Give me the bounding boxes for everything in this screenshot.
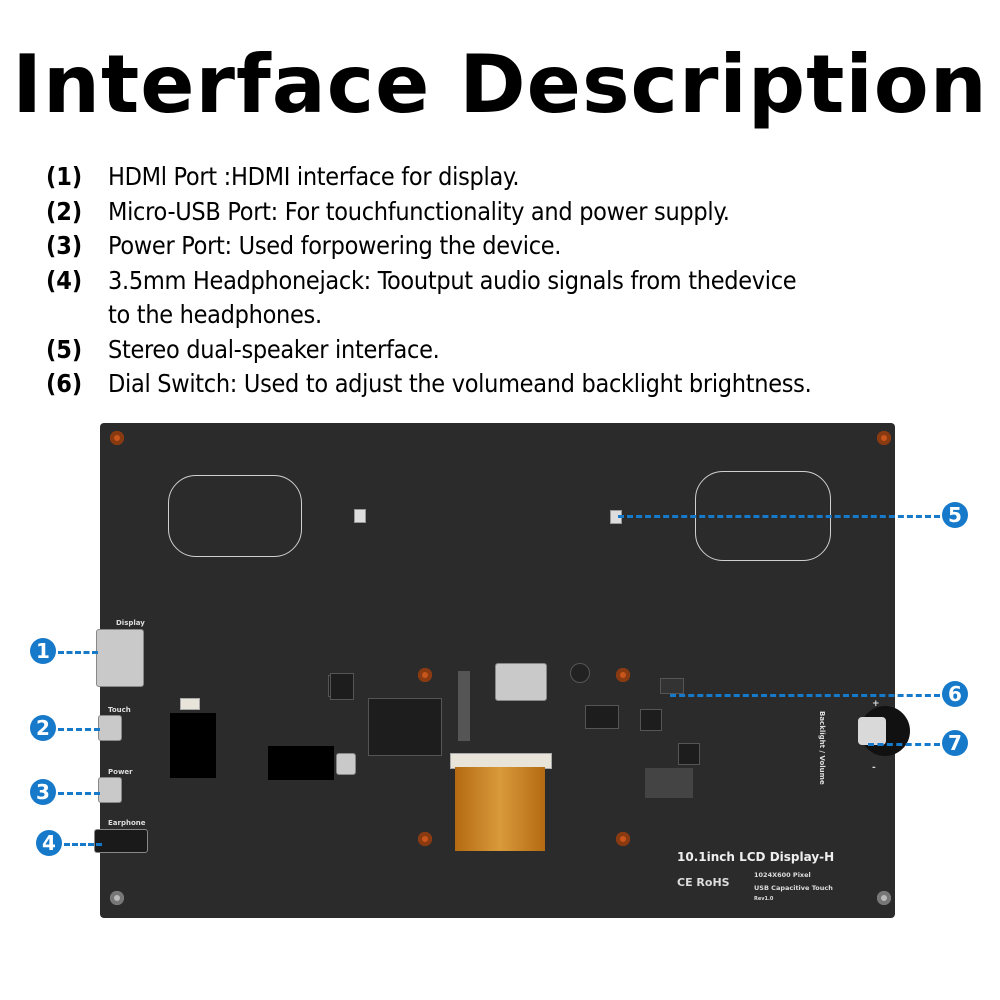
list-item: (4) 3.5mm Headphonejack: Tooutput audio s… bbox=[46, 264, 996, 299]
component-cluster bbox=[645, 768, 693, 798]
capacitor bbox=[570, 663, 590, 683]
callout-2: 2 bbox=[30, 715, 56, 741]
corner-screw bbox=[877, 891, 891, 905]
resolution-label: 1024X600 Pixel bbox=[754, 871, 811, 879]
silk-touch: Touch bbox=[108, 706, 131, 714]
callout-line-1 bbox=[58, 651, 98, 654]
callout-line-3 bbox=[58, 792, 100, 795]
mount-screw bbox=[616, 668, 630, 682]
resistor-array bbox=[458, 671, 470, 741]
main-controller-chip bbox=[368, 698, 442, 756]
item-text: 3.5mm Headphonejack: Tooutput audio sign… bbox=[108, 265, 797, 295]
callout-line-4 bbox=[64, 843, 102, 846]
item-number: (6) bbox=[46, 369, 83, 398]
silk-minus: - bbox=[872, 763, 876, 773]
speaker-outline-left bbox=[168, 475, 302, 557]
page-title: Interface Description bbox=[12, 38, 988, 131]
flex-cable bbox=[455, 767, 545, 851]
hdmi-port bbox=[96, 629, 144, 687]
list-item: (6) Dial Switch: Used to adjust the volum… bbox=[46, 367, 996, 402]
corner-screw bbox=[877, 431, 891, 445]
item-text: HDMl Port :HDMI interface for display. bbox=[108, 162, 520, 191]
dial-switch-knob[interactable] bbox=[858, 717, 886, 745]
item-number: (1) bbox=[46, 162, 83, 191]
lcd-board-back: Display Touch Power Earphone Backlight /… bbox=[94, 423, 910, 918]
ic-chip bbox=[585, 705, 619, 729]
headphone-jack bbox=[94, 829, 148, 853]
list-item: (1) HDMl Port :HDMI interface for display… bbox=[46, 160, 996, 195]
callout-line-5 bbox=[618, 515, 940, 518]
item-number: (2) bbox=[46, 196, 83, 226]
item-text: Micro-USB Port: For touchfunctionality a… bbox=[108, 196, 730, 226]
callout-1: 1 bbox=[30, 638, 56, 664]
silk-plus: + bbox=[872, 699, 880, 709]
list-item: (5) Stereo dual-speaker interface. bbox=[46, 333, 996, 368]
callout-7: 7 bbox=[942, 730, 968, 756]
mount-screw bbox=[418, 832, 432, 846]
speaker-connector-left bbox=[354, 509, 366, 523]
board-cutout bbox=[170, 713, 216, 778]
hdmi-port-internal bbox=[495, 663, 547, 701]
item-number: (5) bbox=[46, 334, 83, 364]
fpc-connector-small bbox=[180, 698, 200, 710]
certification-marks: CE RoHS bbox=[677, 876, 730, 889]
callout-6: 6 bbox=[942, 681, 968, 707]
list-item: (2) Micro-USB Port: For touchfunctionalit… bbox=[46, 195, 996, 230]
callout-line-2 bbox=[58, 728, 100, 731]
board-cutout bbox=[268, 746, 334, 780]
mount-screw bbox=[616, 832, 630, 846]
silk-display: Display bbox=[116, 619, 145, 627]
item-text: Power Port: Used forpowering the device. bbox=[108, 231, 562, 260]
list-item: (3) Power Port: Used forpowering the devi… bbox=[46, 229, 996, 264]
item-number: (3) bbox=[46, 231, 83, 260]
product-name: 10.1inch LCD Display-H bbox=[677, 850, 835, 864]
corner-screw bbox=[110, 891, 124, 905]
inductor bbox=[640, 709, 662, 731]
item-text: to the headphones. bbox=[108, 300, 322, 329]
item-text: Dial Switch: Used to adjust the volumean… bbox=[108, 369, 812, 398]
touch-micro-usb-port bbox=[98, 715, 122, 741]
corner-screw bbox=[110, 431, 124, 445]
callout-line-6 bbox=[670, 694, 940, 697]
callout-4: 4 bbox=[36, 830, 62, 856]
power-micro-usb-port bbox=[98, 777, 122, 803]
micro-usb-touch-internal bbox=[336, 753, 356, 775]
item-number: (4) bbox=[46, 265, 83, 295]
mount-screw bbox=[418, 668, 432, 682]
interface-description-list: (1) HDMl Port :HDMI interface for display… bbox=[46, 160, 996, 402]
touch-type-label: USB Capacitive Touch bbox=[754, 884, 833, 892]
callout-5: 5 bbox=[942, 502, 968, 528]
silk-earphone: Earphone bbox=[108, 819, 146, 827]
callout-3: 3 bbox=[30, 779, 56, 805]
callout-line-7 bbox=[868, 743, 940, 746]
ic-chip bbox=[330, 673, 354, 700]
list-item-continuation: to the headphones. bbox=[46, 298, 996, 333]
silk-power: Power bbox=[108, 768, 133, 776]
inductor bbox=[678, 743, 700, 765]
item-number bbox=[46, 298, 108, 333]
dial-header bbox=[660, 678, 684, 694]
item-text: Stereo dual-speaker interface. bbox=[108, 334, 440, 364]
revision-label: Rev1.0 bbox=[754, 896, 774, 902]
silk-backlight-volume: Backlight / Volume bbox=[818, 711, 826, 785]
